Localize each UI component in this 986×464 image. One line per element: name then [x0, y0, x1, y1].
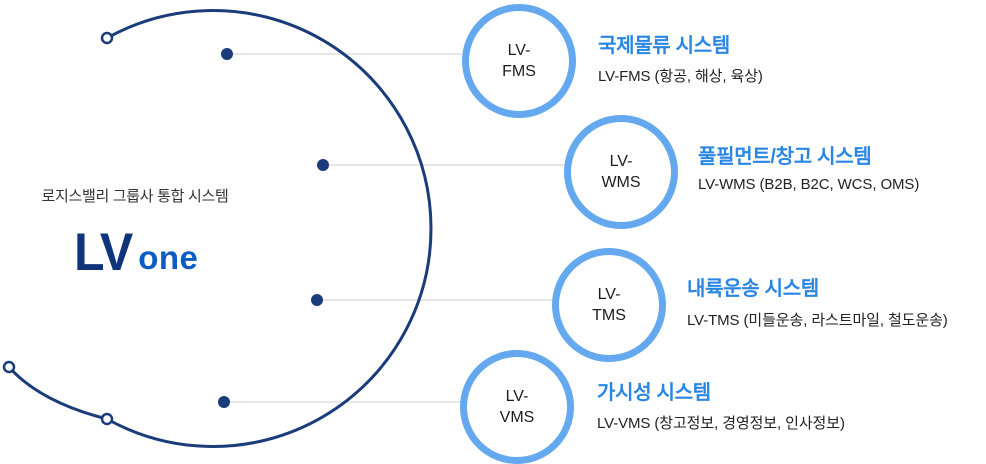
node-wms-code-line1: LV- [609, 153, 633, 170]
node-tms-code-line1: LV- [597, 286, 621, 303]
system-desc-fms: LV-FMS (항공, 해상, 육상) [598, 68, 763, 85]
node-fms: LV- FMS [462, 4, 576, 118]
system-desc-tms: LV-TMS (미들운송, 라스트마일, 철도운송) [687, 312, 948, 329]
system-title-tms: 내륙운송 시스템 [687, 278, 819, 300]
node-fms-label: LV- FMS [469, 40, 569, 82]
node-vms: LV- VMS [460, 350, 574, 464]
node-fms-code-line1: LV- [507, 42, 531, 59]
system-desc-wms: LV-WMS (B2B, B2C, WCS, OMS) [698, 176, 920, 193]
node-wms-label: LV- WMS [571, 151, 671, 193]
node-tms: LV- TMS [552, 248, 666, 362]
arc-dot-fms [221, 48, 233, 60]
arc-dot-tms [311, 294, 323, 306]
lower-arc-ring [2, 360, 16, 374]
node-tms-code-line2: TMS [592, 307, 626, 324]
arc-dot-wms [317, 159, 329, 171]
node-vms-code-line1: LV- [505, 388, 529, 405]
node-wms: LV- WMS [564, 115, 678, 229]
system-title-wms: 풀필먼트/창고 시스템 [698, 146, 872, 168]
system-title-fms: 국제물류 시스템 [598, 35, 730, 57]
arc-start-ring [100, 31, 114, 45]
node-wms-code-line2: WMS [601, 174, 641, 191]
lower-arc [7, 366, 108, 421]
arc-dot-vms [218, 396, 230, 408]
system-title-vms: 가시성 시스템 [597, 382, 711, 404]
node-fms-code-line2: FMS [502, 63, 536, 80]
main-arc [106, 9, 433, 448]
node-vms-label: LV- VMS [467, 386, 567, 428]
logo-main-text: LV [74, 222, 133, 282]
arc-end-ring [100, 412, 114, 426]
brand-subtitle: 로지스밸리 그룹사 통합 시스템 [41, 188, 229, 205]
logo-sub-text: one [138, 239, 199, 276]
node-vms-code-line2: VMS [499, 409, 535, 426]
node-tms-label: LV- TMS [559, 284, 659, 326]
system-desc-vms: LV-VMS (창고정보, 경영정보, 인사정보) [597, 415, 845, 432]
